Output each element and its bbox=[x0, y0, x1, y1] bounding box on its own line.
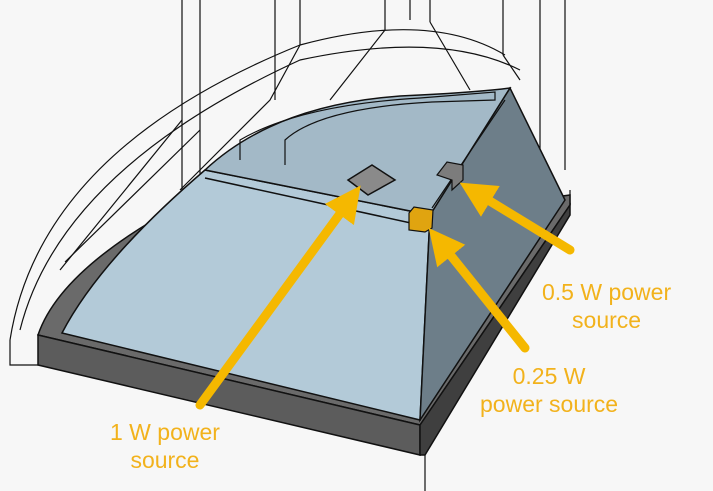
label-1w-source: 1 W power source bbox=[110, 418, 220, 474]
dome-top bbox=[203, 87, 512, 216]
arrow-0-5w bbox=[459, 182, 575, 255]
label-line: 0.25 W bbox=[512, 363, 586, 389]
arrows bbox=[195, 182, 575, 410]
label-0-5w-source: 0.5 W power source bbox=[542, 278, 671, 334]
edge-line bbox=[204, 177, 421, 226]
wireframe-enclosure bbox=[9, 0, 571, 491]
arrow-0-25w bbox=[428, 227, 530, 353]
label-line: source bbox=[572, 307, 642, 333]
base-slab-side bbox=[419, 202, 571, 456]
source-0-5w bbox=[436, 161, 464, 192]
dome-ridge bbox=[239, 91, 496, 165]
edge-line bbox=[431, 99, 506, 209]
label-line: 0.5 W power bbox=[542, 279, 672, 305]
source-0-25w bbox=[408, 206, 434, 233]
label-line: 1 W power bbox=[110, 419, 220, 445]
pyramid-front-face bbox=[60, 169, 431, 421]
arrow-1w bbox=[195, 185, 361, 410]
label-line: power source bbox=[480, 391, 619, 417]
label-line: source bbox=[130, 447, 200, 473]
label-0-25w-source: 0.25 W power source bbox=[480, 362, 618, 418]
